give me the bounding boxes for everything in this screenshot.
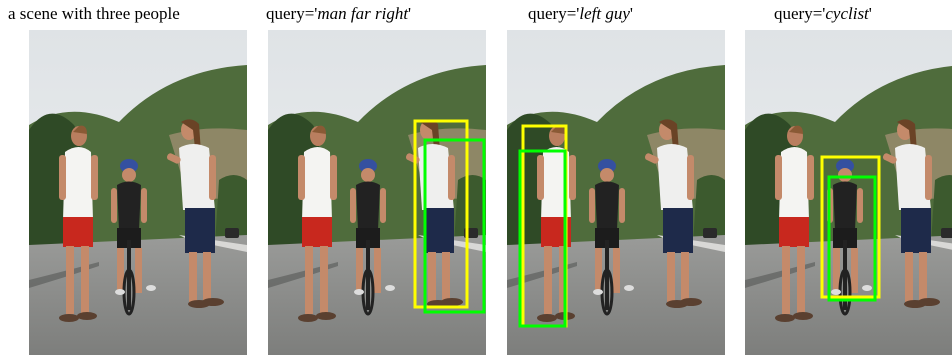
- query-text: left guy: [579, 4, 630, 23]
- caption-query-2: query='left guy': [528, 4, 633, 24]
- bbox-yellow: [413, 119, 469, 309]
- image-panel-cyclist: [745, 30, 952, 355]
- query-suffix: ': [868, 4, 872, 23]
- image-panel-left-guy: [507, 30, 725, 355]
- query-text: man far right: [317, 4, 409, 23]
- caption-query-3: query='cyclist': [774, 4, 872, 24]
- query-suffix: ': [629, 4, 633, 23]
- bbox-green: [518, 149, 567, 328]
- caption-text: a scene with three people: [8, 4, 180, 23]
- query-text: cyclist: [825, 4, 869, 23]
- query-prefix: query=': [266, 4, 318, 23]
- bbox-green: [423, 138, 486, 314]
- query-suffix: ': [408, 4, 412, 23]
- bbox-green: [827, 175, 877, 302]
- bbox-yellow: [820, 155, 881, 299]
- query-prefix: query=': [528, 4, 580, 23]
- image-panel-scene: [29, 30, 247, 355]
- caption-scene: a scene with three people: [8, 4, 180, 24]
- image-panel-man-far-right: [268, 30, 486, 355]
- query-prefix: query=': [774, 4, 826, 23]
- caption-query-1: query='man far right': [266, 4, 411, 24]
